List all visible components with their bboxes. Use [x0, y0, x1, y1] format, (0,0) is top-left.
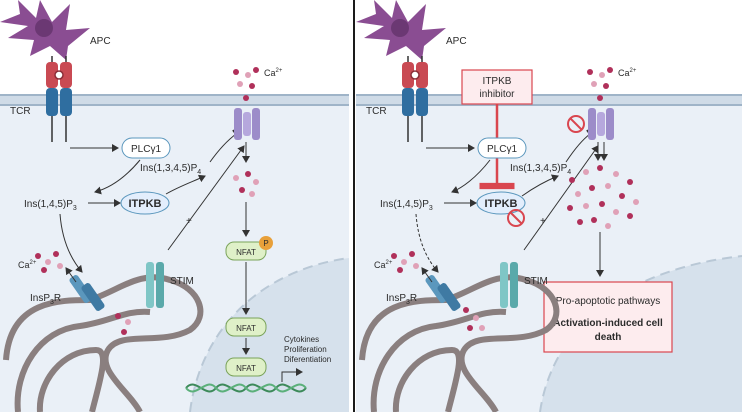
ip3-label: Ins(1,4,5)P3: [24, 199, 77, 212]
plc-label-right: PLCγ1: [487, 144, 517, 155]
apc-label-right: APC: [446, 36, 467, 47]
outcome-differentiation: Diferentiation: [284, 355, 331, 364]
phosphate-label: P: [263, 239, 268, 248]
ip3-label-right: Ins(1,4,5)P3: [380, 199, 433, 212]
tcr-label-right: TCR: [366, 106, 387, 117]
ca-left-label-left: Ca2+: [18, 260, 37, 270]
apc-label: APC: [90, 36, 111, 47]
pathway-label: Pro-apoptotic pathways: [556, 296, 661, 307]
left-panel: APC TCR PLCγ1 Ins(1,4,5)P3 Ins(1,3,4,5)P…: [0, 0, 350, 412]
tcr-label: TCR: [10, 106, 31, 117]
itpkb-node-left: [120, 191, 170, 215]
apc-cell-left: [0, 0, 90, 60]
nfat-phospho-box: [225, 241, 267, 261]
aicd-label-2: death: [595, 332, 622, 343]
plc-box-right: [477, 137, 527, 159]
nfat-nuclear-box: [225, 357, 267, 377]
endoplasmic-reticulum-right: [359, 274, 560, 412]
endoplasmic-reticulum-left: [3, 274, 204, 412]
stim-label-right: STIM: [524, 276, 548, 287]
itpkb-label-left: ITPKB: [129, 198, 162, 210]
plc-label: PLCγ1: [131, 144, 161, 155]
insp3r-receptor-left: [69, 275, 105, 311]
insp3r-receptor-right: [425, 275, 461, 311]
calcium-ions-left-cluster-right: [391, 251, 419, 273]
itpkb-node-right: [476, 191, 526, 215]
calcium-ions-left-cluster: [35, 251, 63, 273]
ca-top-label-left: Ca2+: [264, 68, 283, 78]
stim-protein-left: [146, 262, 164, 308]
itpkb-label-right: ITPKB: [485, 198, 518, 210]
ip4-label: Ins(1,3,4,5)P4: [140, 163, 201, 176]
inhibitor-label-1: ITPKB: [483, 76, 512, 87]
insp3r-label-right: InsP3R: [386, 293, 417, 306]
plus-sign-right: +: [540, 216, 546, 227]
dna-helix: [185, 383, 307, 393]
stim-protein-right: [500, 262, 518, 308]
plasma-membrane-left: [0, 94, 349, 106]
outcome-cytokines: Cytokines: [284, 335, 319, 344]
prohibited-icon-itpkb: [507, 209, 525, 227]
calcium-ions-burst-right: [567, 165, 639, 229]
stim-label-left: STIM: [170, 276, 194, 287]
inhibitor-label-2: inhibitor: [479, 89, 515, 100]
outcome-proliferation: Proliferation: [284, 345, 327, 354]
nfat-nuclear-label: NFAT: [236, 364, 256, 373]
insp3r-label-left: InsP3R: [30, 293, 61, 306]
aicd-label-1: Activation-induced cell: [553, 318, 663, 329]
nfat-mid-label: NFAT: [236, 324, 256, 333]
apoptosis-box: [543, 281, 673, 353]
calcium-ions-er-left: [115, 313, 131, 335]
apc-cell-right: [356, 0, 446, 60]
tcr-complex-left: [46, 56, 72, 142]
calcium-ions-top-left: [233, 67, 259, 101]
calcium-ions-cytosol-left: [233, 171, 259, 197]
calcium-channel-right: [588, 108, 614, 140]
ip4-label-right: Ins(1,3,4,5)P4: [510, 163, 571, 176]
plus-sign-left: +: [186, 216, 192, 227]
prohibited-icon-channel: [567, 115, 585, 133]
ca-left-label-right: Ca2+: [374, 260, 393, 270]
nfat-mid-box: [225, 317, 267, 337]
calcium-channel-left: [234, 108, 260, 140]
nfat-phospho-label: NFAT: [236, 248, 256, 257]
phosphate-badge: [259, 236, 273, 250]
calcium-ions-top-right: [587, 67, 613, 101]
tcr-complex-right: [402, 56, 428, 142]
ca-top-label-right: Ca2+: [618, 68, 637, 78]
right-panel: APC TCR ITPKB inhibitor PLCγ1 Ins(1,4,5)…: [356, 0, 742, 412]
plc-box: [121, 137, 171, 159]
inhibitor-box: [461, 69, 533, 105]
calcium-ions-er-right: [463, 307, 485, 331]
